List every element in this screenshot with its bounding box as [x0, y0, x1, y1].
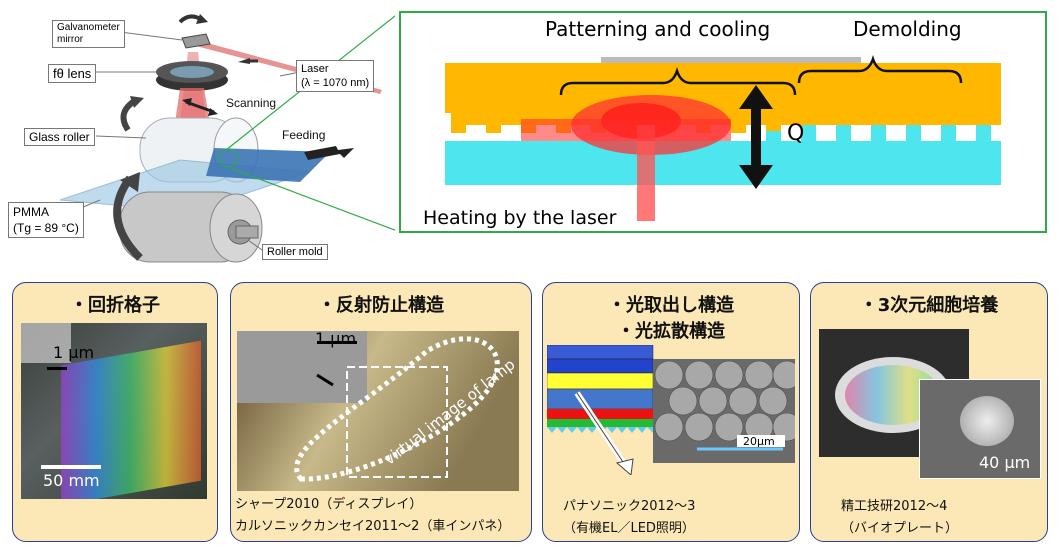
detail-drawing — [445, 55, 1001, 221]
lamp-outline — [294, 336, 500, 482]
caption-sharp: シャープ2010（ディスプレイ） — [235, 497, 423, 512]
panel-antireflection: ・反射防止構造 1 μm virtual image of lamp シャープ2… — [230, 282, 532, 542]
layer-stack — [547, 345, 795, 475]
galvanometer-label: Galvanometer mirror — [52, 20, 125, 48]
panel-3d-cell-culture: ・3次元細胞培養 40 μm 精工技研2012～4 （バイオプレート） — [810, 282, 1048, 542]
caption-panasonic: パナソニック2012～3 — [563, 499, 696, 514]
panel-diffraction-grating: ・回折格子 1 μm 50 mm — [12, 282, 218, 542]
diffraction-photo — [21, 323, 207, 499]
scale-1um: 1 μm — [315, 329, 357, 348]
scale-50mm: 50 mm — [43, 471, 100, 490]
panel-title: ・反射防止構造 — [318, 295, 444, 316]
apparatus-drawing — [59, 11, 401, 263]
cell-sem-photo — [919, 379, 1041, 479]
scale-1um: 1 μm — [53, 343, 95, 362]
caption-calsonic: カルソニックカンセイ2011～2（車インパネ） — [235, 519, 511, 534]
demolding-label: Demolding — [853, 17, 962, 41]
roller-mold-label: Roller mold — [262, 244, 328, 260]
caption-organic-el: （有機EL／LED照明） — [563, 521, 695, 536]
q-label: Q — [787, 121, 805, 146]
glass-roller-label: Glass roller — [24, 128, 95, 146]
panel-title: ・回折格子 — [70, 295, 160, 316]
scanning-label: Scanning — [226, 96, 277, 110]
caption-bioplate: （バイオプレート） — [841, 521, 959, 536]
panel-title: ・3次元細胞培養 — [859, 295, 999, 316]
apparatus-schematic: Galvanometer mirror fθ lens Laser (λ = 1… — [0, 0, 401, 265]
antireflection-photo — [237, 331, 519, 491]
patterning-label: Patterning and cooling — [545, 17, 771, 41]
heating-label: Heating by the laser — [423, 207, 617, 229]
feeding-label: Feeding — [282, 128, 326, 142]
ftheta-label: fθ lens — [48, 64, 97, 83]
panel-title-1: ・光取出し構造 — [608, 295, 734, 316]
caption-seiko: 精工技研2012～4 — [841, 499, 948, 514]
detail-box: Patterning and cooling Demolding Q Heati… — [399, 11, 1047, 233]
scale-40um: 40 μm — [979, 453, 1031, 472]
laser-label: Laser (λ = 1070 nm) — [296, 60, 375, 92]
panel-title-2: ・光拡散構造 — [617, 321, 725, 342]
panel-light-extraction: ・光取出し構造 ・光拡散構造 20μm パナソニック2012～3 （有機EL／L… — [542, 282, 800, 542]
pmma-label: PMMA (Tg = 89 °C) — [8, 202, 84, 238]
scale-20um: 20μm — [743, 435, 775, 448]
